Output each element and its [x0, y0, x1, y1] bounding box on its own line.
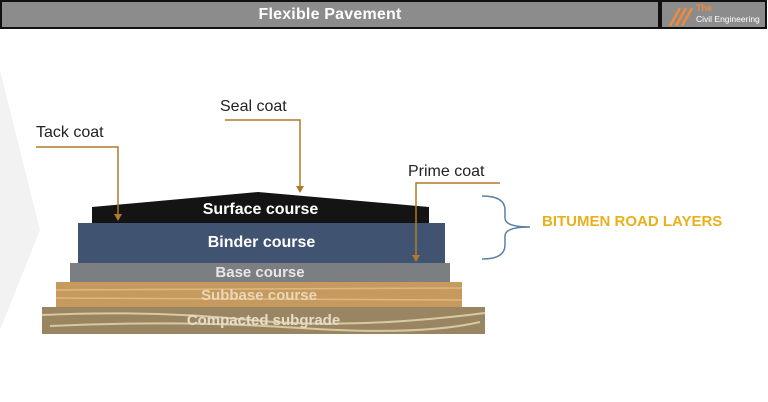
seal-coat-label: Seal coat	[220, 98, 287, 115]
title-bar: Flexible Pavement	[0, 0, 660, 29]
base-course-label: Base course	[215, 264, 305, 281]
logo-text-civil: Civil Engineering	[696, 14, 760, 24]
base-layer	[70, 263, 450, 282]
pavement-diagram	[0, 70, 531, 334]
logo-text-the: The	[696, 3, 713, 13]
subgrade-label: Compacted subgrade	[186, 312, 341, 329]
tack-coat-label: Tack coat	[36, 124, 104, 141]
tack-coat-leader	[36, 146, 119, 220]
page-title: Flexible Pavement	[258, 6, 402, 23]
logo-stripes-icon	[668, 7, 694, 26]
seal-coat-leader	[225, 119, 301, 192]
prime-coat-label: Prime coat	[408, 163, 485, 180]
brace-icon	[481, 195, 531, 260]
binder-layer	[78, 223, 445, 263]
logo: The Civil Engineering	[660, 0, 767, 29]
binder-course-label: Binder course	[207, 234, 316, 251]
subbase-layer	[56, 282, 462, 307]
surface-layer	[92, 192, 429, 223]
subbase-course-label: Subbase course	[201, 287, 317, 304]
background-shape	[0, 70, 40, 330]
prime-coat-leader	[415, 182, 500, 261]
surface-course-label: Surface course	[202, 201, 319, 218]
bitumen-road-layers-label: BITUMEN ROAD LAYERS	[542, 213, 723, 230]
